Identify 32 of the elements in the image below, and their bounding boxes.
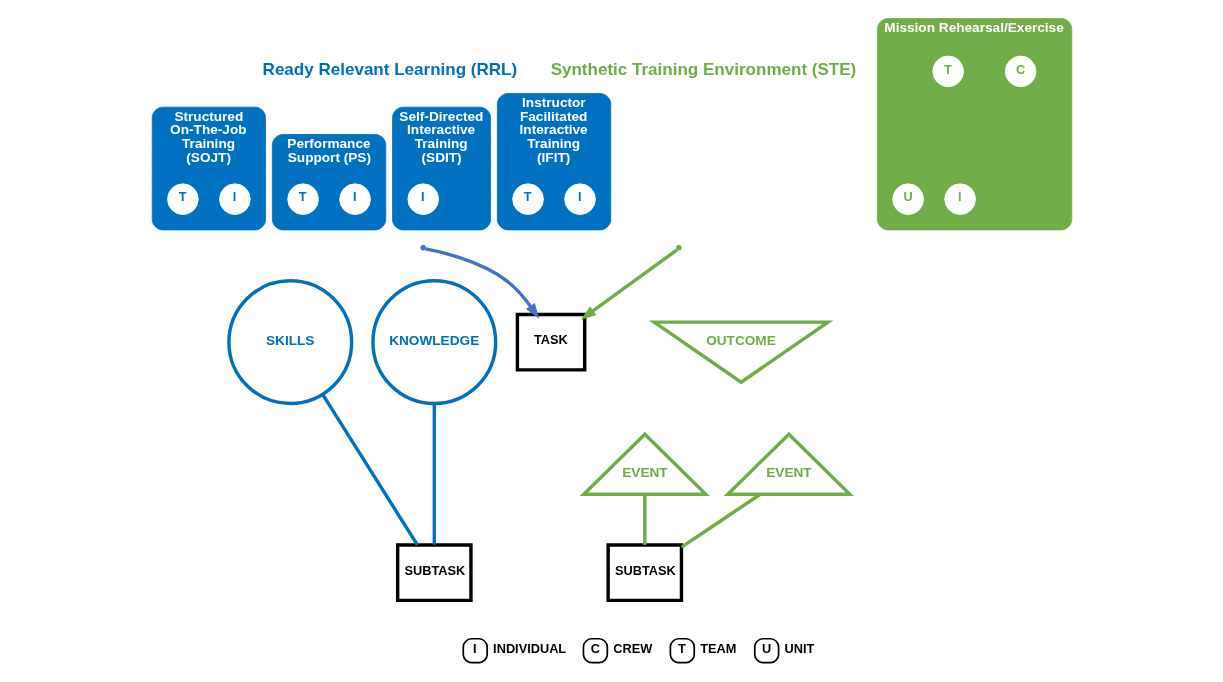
label: I (472, 640, 477, 656)
label: T (677, 640, 686, 656)
connector (680, 493, 761, 549)
node-circle: I (406, 183, 439, 215)
label: UNIT (784, 640, 814, 656)
node-circle: I (218, 183, 251, 215)
node-circle: U (891, 183, 924, 215)
node-box: SUBTASK (395, 543, 473, 603)
arrow (424, 247, 539, 319)
label: U (761, 640, 771, 656)
node-circle: T (166, 183, 199, 215)
connector (432, 403, 436, 545)
label: Ready Relevant Learning (RRL) (262, 59, 517, 79)
node-circle: I (338, 183, 371, 215)
label: Synthetic Training Environment (STE) (550, 59, 856, 79)
node-circle: SKILLS (226, 279, 353, 406)
connector (320, 393, 419, 546)
node-circle: KNOWLEDGE (370, 279, 497, 406)
node-circle: T (511, 183, 544, 215)
node-circle: T (931, 55, 964, 88)
connector (642, 494, 646, 545)
label: C (590, 640, 600, 656)
node-circle: I (943, 183, 976, 215)
node-box: TASK (515, 312, 586, 372)
node-circle: C (1004, 55, 1036, 88)
label: CREW (612, 640, 652, 656)
node-circle: T (286, 183, 319, 215)
label: INDIVIDUAL (492, 640, 566, 656)
node-box: SUBTASK (605, 543, 683, 603)
arrow (580, 248, 678, 320)
node-circle: I (563, 183, 596, 215)
label: TEAM (699, 640, 736, 656)
